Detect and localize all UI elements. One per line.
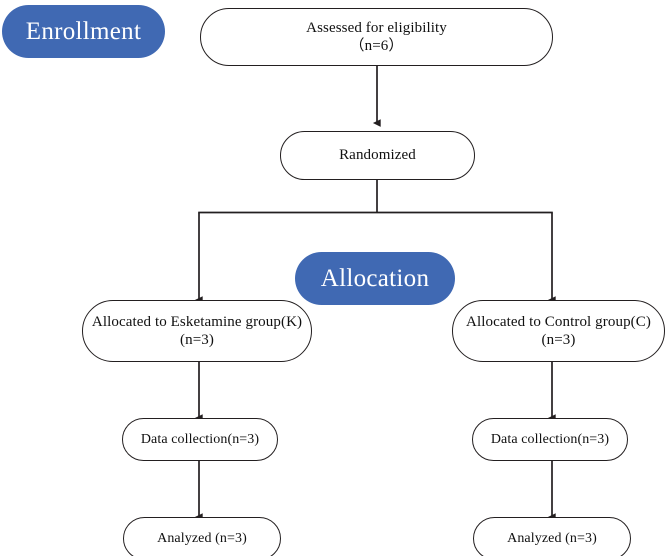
badge-allocation: Allocation	[295, 252, 455, 305]
node-assessed-line2: （n=6）	[349, 38, 404, 54]
node-allocated-esketamine-group: Allocated to Esketamine group(K) (n=3)	[82, 300, 312, 362]
node-data-collection-left: Data collection(n=3)	[122, 418, 278, 461]
node-randomized-line1: Randomized	[339, 147, 416, 164]
node-analyzed-left-line1: Analyzed (n=3)	[157, 530, 247, 546]
node-data-left-line1: Data collection(n=3)	[140, 431, 260, 447]
node-alloc-left-line1: Allocated to Esketamine group(K)	[91, 313, 303, 330]
badge-allocation-label: Allocation	[320, 264, 430, 292]
node-randomized: Randomized	[280, 131, 475, 180]
node-analyzed-left: Analyzed (n=3)	[123, 517, 281, 556]
badge-enrollment: Enrollment	[2, 5, 165, 58]
badge-enrollment-label: Enrollment	[25, 17, 142, 45]
node-alloc-left-line2: (n=3)	[180, 332, 214, 348]
node-allocated-control-group: Allocated to Control group(C) (n=3)	[452, 300, 665, 362]
node-analyzed-right-line1: Analyzed (n=3)	[507, 530, 597, 546]
node-alloc-right-line1: Allocated to Control group(C)	[466, 313, 651, 330]
node-data-collection-right: Data collection(n=3)	[472, 418, 628, 461]
node-analyzed-right: Analyzed (n=3)	[473, 517, 631, 556]
node-assessed-line1: Assessed for eligibility	[306, 19, 447, 36]
node-data-right-line1: Data collection(n=3)	[490, 431, 610, 447]
node-assessed-for-eligibility: Assessed for eligibility （n=6）	[200, 8, 553, 66]
node-alloc-right-line2: (n=3)	[541, 332, 576, 348]
